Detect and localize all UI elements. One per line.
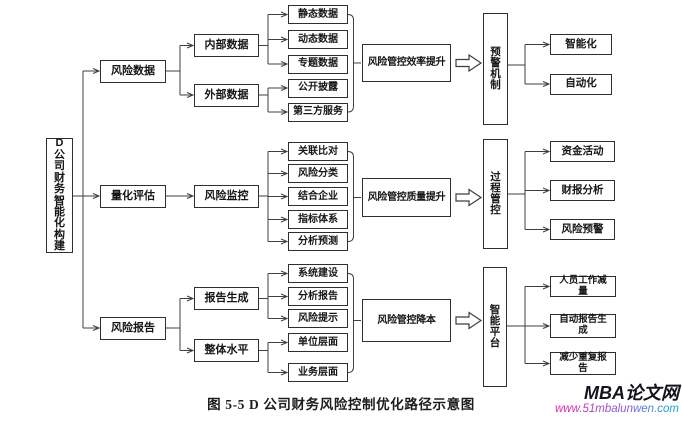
- quality-outcome-node: 风险管控质量提升: [362, 178, 451, 217]
- figure-caption: 图 5-5 D 公司财务风险控制优化路径示意图: [207, 397, 475, 412]
- topic-data-node: 专题数据: [288, 54, 348, 74]
- automation-node: 自动化: [550, 73, 612, 95]
- intelligentization-node: 智能化: [550, 34, 612, 55]
- efficiency-outcome-node: 风险管控效率提升: [362, 44, 451, 82]
- overall-level-node: 整体水平: [194, 339, 259, 362]
- big-arrow-icon: [455, 311, 483, 330]
- root-node: D公司财务智能化构建: [46, 138, 73, 253]
- combine-enterprise-node: 结合企业: [288, 187, 348, 206]
- risk-monitoring-node: 风险监控: [194, 184, 259, 208]
- workload-reduction-node: 人员工作减量: [550, 275, 616, 297]
- third-party-service-node: 第三方服务: [288, 102, 348, 122]
- watermark-site-url: www.51mbalunwen.com: [554, 402, 679, 415]
- quantitative-assessment-node: 量化评估: [100, 184, 166, 208]
- watermark-site-name: MBA论文网: [584, 383, 679, 403]
- report-generation-node: 报告生成: [194, 287, 259, 310]
- association-compare-node: 关联比对: [288, 142, 348, 161]
- risk-report-node: 风险报告: [100, 316, 166, 340]
- big-arrow-icon: [455, 53, 483, 73]
- risk-alert-node: 风险提示: [288, 309, 348, 328]
- big-arrow-icon: [455, 188, 483, 207]
- analysis-forecast-node: 分析预测: [288, 232, 348, 251]
- financial-report-analysis-node: 财报分析: [550, 180, 615, 201]
- system-construction-node: 系统建设: [288, 264, 348, 283]
- unit-level-node: 单位层面: [288, 333, 348, 352]
- indicator-system-node: 指标体系: [288, 210, 348, 229]
- capital-activity-node: 资金活动: [550, 141, 615, 162]
- public-disclosure-node: 公开披露: [288, 78, 348, 98]
- business-level-node: 业务层面: [288, 363, 348, 382]
- risk-early-warning-node: 风险预警: [550, 219, 615, 240]
- auto-report-generation-node: 自动报告生成: [550, 314, 616, 338]
- analysis-report-node: 分析报告: [288, 287, 348, 306]
- internal-data-node: 内部数据: [194, 34, 259, 57]
- dynamic-data-node: 动态数据: [288, 30, 348, 49]
- external-data-node: 外部数据: [194, 83, 259, 107]
- watermark: MBA论文网 www.51mbalunwen.com: [555, 384, 679, 416]
- risk-data-node: 风险数据: [100, 59, 166, 83]
- risk-classification-node: 风险分类: [288, 164, 348, 183]
- process-control-node: 过程管控: [483, 139, 508, 249]
- reduce-duplicate-report-node: 减少重复报告: [550, 352, 616, 375]
- static-data-node: 静态数据: [288, 5, 348, 24]
- warning-mechanism-node: 预警机制: [483, 13, 508, 125]
- intelligent-platform-node: 智能平台: [483, 267, 507, 387]
- cost-reduction-outcome-node: 风险管控降本: [362, 299, 451, 342]
